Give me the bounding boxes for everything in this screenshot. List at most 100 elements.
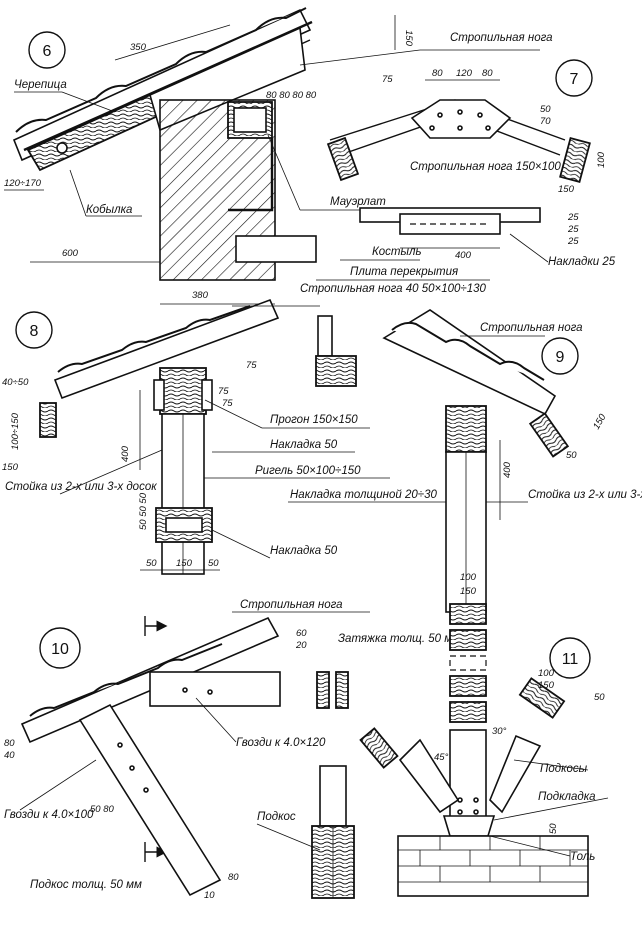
purlin-fig9 bbox=[445, 405, 487, 453]
dim-30: 30° bbox=[492, 726, 507, 737]
rafter-section-fig8 bbox=[39, 402, 57, 438]
dim-80b-fig10: 80 bbox=[228, 872, 239, 883]
tie-beam-fig10 bbox=[149, 671, 281, 707]
figure-8-number: 8 bbox=[30, 323, 39, 340]
label-tie: Затяжка толщ. 50 мм bbox=[338, 633, 460, 645]
label-nails-2: Гвозди к 4.0×100 bbox=[4, 809, 94, 821]
label-tol: Толь bbox=[570, 851, 595, 863]
dim-120-170: 120÷170 bbox=[4, 178, 42, 189]
label-struts: Подкосы bbox=[540, 763, 588, 775]
dim-80b: 80 bbox=[482, 68, 493, 79]
leader-tol bbox=[489, 835, 571, 857]
dim-400-fig9: 400 bbox=[502, 461, 513, 478]
strut-section-left-fig11 bbox=[359, 727, 399, 769]
figure-6-number: 6 bbox=[43, 43, 52, 60]
label-mauerlat: Мауэрлат bbox=[330, 196, 386, 208]
kobylka-bolt bbox=[56, 142, 68, 154]
strut-section-fig11 bbox=[518, 677, 566, 719]
leader-nails-1 bbox=[195, 697, 237, 743]
post-top-section bbox=[315, 355, 357, 387]
dim-80-fig10: 80 bbox=[4, 738, 15, 749]
roof-deck-fig8 bbox=[53, 298, 280, 400]
leader-mauerlat-2 bbox=[267, 134, 301, 211]
dim-100-fig11: 100 bbox=[460, 572, 477, 583]
overlay-section-core bbox=[165, 517, 203, 533]
label-strut-2: Подкос толщ. 50 мм bbox=[30, 879, 142, 891]
leader-overlay-25 bbox=[509, 233, 549, 263]
strut-nails bbox=[117, 687, 213, 793]
leader-pad bbox=[493, 797, 609, 821]
figure-10: 10 60 20 80 40 50 80 10 80 Стропильная н… bbox=[4, 599, 460, 901]
dim-150-fig9: 150 bbox=[591, 412, 609, 432]
leader-rafter-fig6-2 bbox=[299, 49, 421, 66]
tie-section-right bbox=[335, 671, 349, 709]
dim-120: 120 bbox=[456, 68, 473, 79]
overlay-right-fig8 bbox=[201, 379, 213, 411]
rafter-section-right bbox=[559, 136, 591, 184]
figure-11-number: 11 bbox=[562, 651, 579, 668]
label-nails-1: Гвозди к 4.0×120 bbox=[236, 737, 326, 749]
label-rafter-fig8: Стропильная нога 40 50×100÷130 bbox=[300, 283, 487, 295]
dim-50-fig11: 50 bbox=[594, 692, 605, 703]
label-overlay-fig9: Накладка толщиной 20÷30 bbox=[290, 489, 437, 501]
post-top-fig8 bbox=[317, 315, 333, 357]
dim-50a: 50 bbox=[146, 558, 157, 569]
dim-150-fig8: 150 bbox=[2, 462, 19, 473]
label-rafter-fig9: Стропильная нога bbox=[480, 322, 583, 334]
dim-50b-fig11: 50 bbox=[548, 823, 559, 834]
dim-10: 10 bbox=[204, 890, 215, 901]
dim-70: 70 bbox=[540, 116, 551, 127]
label-post-fig9: Стойка из 2-х или 3-х досок bbox=[528, 489, 642, 501]
label-tile: Черепица bbox=[14, 79, 67, 91]
figure-6-marker bbox=[28, 31, 66, 69]
roof-tiles-fig9 bbox=[391, 321, 545, 381]
dim-50b: 50 bbox=[208, 558, 219, 569]
figure-7: 7 80 120 80 75 50 70 100 150 Стропильная… bbox=[326, 59, 616, 268]
figure-7-marker bbox=[555, 59, 593, 97]
dim-60: 60 bbox=[296, 628, 307, 639]
dim-50s: 50 50 50 bbox=[138, 492, 149, 530]
dim-80a: 80 bbox=[432, 68, 443, 79]
label-post-fig8: Стойка из 2-х или 3-х досок bbox=[5, 481, 157, 493]
dim-50-fig9: 50 bbox=[566, 450, 577, 461]
dim-25b: 25 bbox=[567, 224, 579, 235]
gusset-plate-fig7 bbox=[410, 99, 512, 139]
strut-right-fig11 bbox=[489, 734, 542, 814]
dim-80s: 80 80 80 80 bbox=[266, 90, 317, 101]
dim-100-150: 100÷150 bbox=[10, 412, 21, 450]
post-stack-sections bbox=[449, 603, 487, 723]
dim-50-80: 50 80 bbox=[90, 804, 114, 815]
leader-strut bbox=[256, 823, 321, 851]
dim-600: 600 bbox=[62, 248, 79, 259]
dim-350: 350 bbox=[130, 42, 147, 53]
roof-tiles-fig8 bbox=[57, 305, 251, 373]
label-crutch: Костыль bbox=[372, 246, 422, 258]
tie-section-left bbox=[316, 671, 330, 709]
label-rafter-fig10: Стропильная нога bbox=[240, 599, 343, 611]
label-overlay-50: Накладка 50 bbox=[270, 439, 338, 451]
label-overlay-50b: Накладка 50 bbox=[270, 545, 338, 557]
label-rafter-fig7: Стропильная нога 150×100 bbox=[410, 161, 561, 173]
pad-bolts bbox=[457, 797, 479, 815]
figure-7-number: 7 bbox=[570, 71, 579, 88]
dim-150-fig11: 150 bbox=[460, 586, 477, 597]
figure-10-marker bbox=[39, 627, 81, 669]
dim-45: 45° bbox=[434, 752, 449, 763]
dim-75b: 75 bbox=[222, 398, 233, 409]
rafter-section-left bbox=[326, 136, 360, 182]
dim-380: 380 bbox=[192, 290, 209, 301]
figure-9-number: 9 bbox=[556, 349, 565, 366]
strut-elevation bbox=[319, 765, 347, 827]
figure-11: 11 100 150 100 150 50 45° 30° bbox=[359, 572, 609, 897]
dim-25c: 25 bbox=[567, 236, 579, 247]
figure-11-marker bbox=[549, 637, 591, 679]
leader-tile-2 bbox=[61, 91, 116, 113]
dim-40-fig10: 40 bbox=[4, 750, 15, 761]
figure-8-marker bbox=[15, 311, 53, 349]
dim-75c: 75 bbox=[246, 360, 257, 371]
post-fig11 bbox=[449, 729, 487, 827]
floor-slab bbox=[235, 235, 317, 263]
dim-75: 75 bbox=[382, 74, 393, 85]
leader-nails-2 bbox=[19, 759, 97, 811]
dim-150: 150 bbox=[558, 184, 575, 195]
